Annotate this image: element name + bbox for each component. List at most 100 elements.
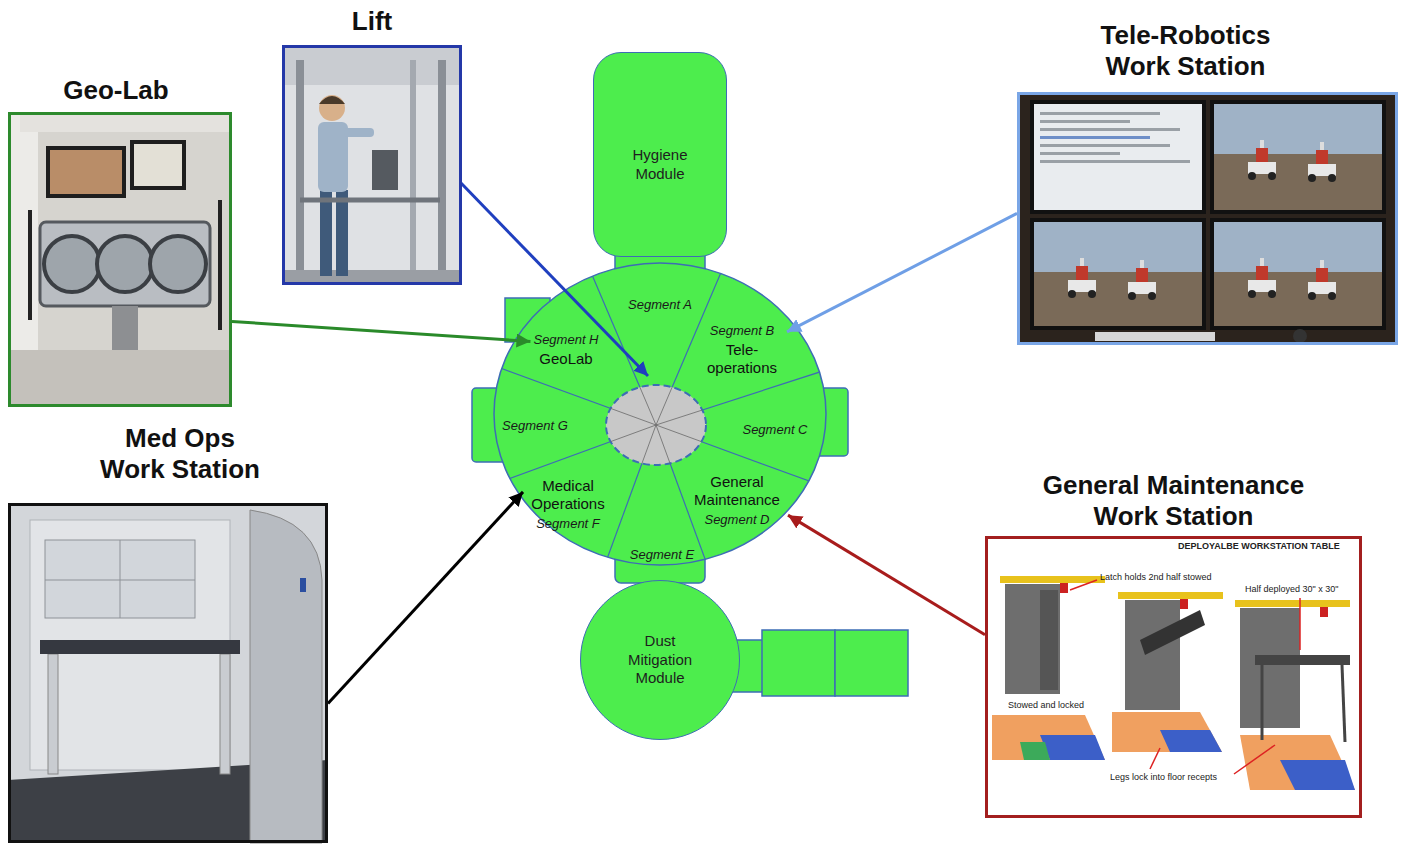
area-name: General Maintenance: [689, 473, 785, 509]
geolab-photo: [150, 236, 206, 292]
lift-render: [282, 45, 462, 285]
habitat-plan: [762, 630, 835, 696]
geolab-photo: [28, 210, 32, 320]
workstation-drawing: [1240, 608, 1300, 728]
photo-panel: Geo-Lab: [8, 112, 232, 407]
lift-render: [410, 60, 416, 285]
image-caption: DEPLOYALBE WORKSTATION TABLE: [1178, 541, 1340, 552]
segment-label: Segment G: [502, 418, 568, 434]
workstation-drawing: [1299, 598, 1301, 650]
medops-render: [40, 640, 240, 654]
workstation-drawing: [1040, 735, 1105, 760]
geolab-photo: [8, 350, 232, 407]
habitat-plan: [421, 339, 656, 425]
telerobotics-photo: [1308, 260, 1336, 300]
segment-wedge: Medical OperationsSegment F: [523, 474, 613, 535]
telerobotics-photo: [1128, 260, 1156, 300]
connector-arrow: [232, 321, 530, 341]
workstation-drawing: [1112, 712, 1222, 752]
workstation-drawing: [1005, 584, 1060, 694]
geolab-photo: [46, 146, 126, 198]
module-circle: Dust Mitigation Module: [580, 580, 740, 740]
segment-label: Segment D: [704, 512, 769, 528]
workstation-drawing: [1070, 580, 1097, 590]
workstation-drawing: [985, 536, 1362, 818]
medops-render: [220, 654, 230, 774]
lift-render: [438, 60, 446, 285]
telerobotics-photo: [1068, 258, 1096, 298]
workstation-drawing: [1235, 600, 1350, 607]
geolab-photo: [130, 140, 186, 190]
lift-render: [319, 96, 345, 104]
workstation-drawing: [1020, 742, 1050, 760]
lift-render: [319, 95, 345, 121]
lift-render: [296, 60, 304, 285]
habitat-plan: [421, 339, 656, 425]
medops-render: [8, 760, 328, 843]
image-caption: Legs lock into floor recepts: [1110, 772, 1217, 783]
panel-heading: General Maintenance Work Station: [1029, 470, 1319, 532]
connector-arrow: [788, 515, 985, 635]
workstation-drawing: [1150, 748, 1160, 769]
telerobotics-photo: [1210, 100, 1386, 214]
segment-wedge: Segment C: [739, 419, 810, 441]
habitat-plan: [494, 263, 826, 565]
geolab-photo: [8, 112, 232, 407]
telerobotics-photo: [1040, 144, 1170, 147]
medops-render: [45, 580, 195, 581]
workstation-drawing: [1160, 730, 1222, 752]
workstation-drawing: [1261, 665, 1264, 740]
medops-render: [48, 654, 58, 774]
lift-render: [336, 190, 348, 276]
workstation-drawing: [1240, 735, 1355, 790]
lift-render: [344, 128, 374, 137]
telerobotics-photo: [1214, 154, 1382, 210]
medops-render: [8, 503, 328, 843]
workstation-drawing: [1342, 665, 1345, 742]
photo-panel: Med Ops Work Station: [8, 503, 328, 843]
segment-label: Segment E: [630, 547, 694, 563]
lift-render: [282, 45, 462, 85]
panel-heading: Lift: [312, 6, 432, 37]
segment-label: Segment H: [533, 332, 598, 348]
medops-render: [250, 510, 322, 843]
image-caption: Stowed and locked: [1008, 700, 1084, 711]
telerobotics-photo: [1214, 222, 1382, 272]
telerobotics-photo: [1034, 272, 1202, 326]
lift-render: [282, 45, 462, 285]
geolab-photo: [97, 236, 153, 292]
workstation-drawing: [1280, 760, 1355, 790]
medops-render: [30, 520, 230, 770]
telerobotics-photo: [1308, 142, 1336, 182]
workstation-drawing: [1000, 576, 1105, 583]
workstation-drawing: [992, 715, 1105, 760]
segment-wedge: Segment G: [499, 415, 571, 437]
panel-heading: Geo-Lab: [46, 75, 186, 106]
geolab-photo: [8, 112, 38, 407]
workstation-drawing: [1320, 607, 1328, 617]
telerobotics-photo: [1040, 136, 1150, 139]
geolab-photo: [218, 200, 222, 330]
segment-label: Segment B: [710, 323, 774, 339]
workstation-drawing: [1180, 599, 1188, 609]
workstation-drawing: [1040, 590, 1058, 690]
geolab-photo: [8, 112, 232, 407]
photo-panel: Lift: [282, 45, 462, 285]
lift-render: [320, 190, 332, 276]
habitat-plan: [815, 388, 848, 456]
telerobotics-photo: [1248, 258, 1276, 298]
telerobotics-photo: [1248, 140, 1276, 180]
segment-wedge: Segment A: [625, 294, 695, 316]
area-name: Medical Operations: [526, 477, 610, 513]
telerobotics-photo: [1030, 100, 1206, 214]
geolab-photo: [112, 306, 138, 350]
habitat-plan: [615, 545, 705, 583]
lift-render: [318, 122, 348, 192]
module-box: Hygiene Module: [593, 52, 727, 257]
telerobotics-photo: [1095, 332, 1215, 341]
habitat-plan: [656, 425, 891, 511]
area-name: GeoLab: [539, 350, 592, 368]
telerobotics-photo: [1040, 160, 1190, 163]
telerobotics-photo: [1293, 329, 1307, 343]
